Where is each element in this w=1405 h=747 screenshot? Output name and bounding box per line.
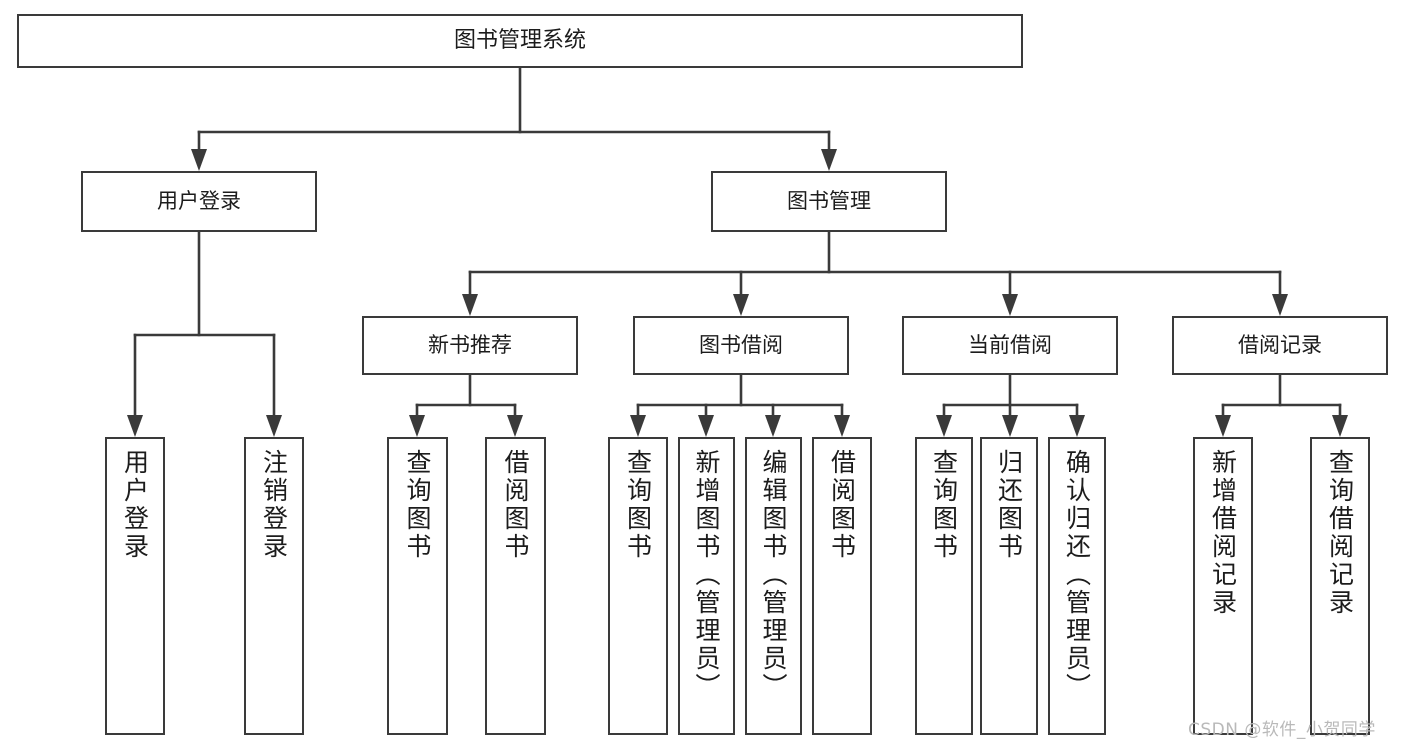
arrow-head-8: [409, 415, 425, 437]
arrow-head-1: [821, 149, 837, 171]
node-label: 归还图书: [994, 449, 1024, 561]
arrow-head-3: [733, 294, 749, 316]
arrow-head-17: [1215, 415, 1231, 437]
node-leaf-add-record[interactable]: 新增借阅记录: [1193, 437, 1253, 735]
node-leaf-query-2[interactable]: 查询图书: [608, 437, 668, 735]
node-leaf-borrow-2[interactable]: 借阅图书: [812, 437, 872, 735]
node-current-borrow[interactable]: 当前借阅: [902, 316, 1118, 375]
arrow-head-14: [936, 415, 952, 437]
node-label: 查询借阅记录: [1325, 449, 1355, 617]
node-book-borrow[interactable]: 图书借阅: [633, 316, 849, 375]
node-leaf-add-book[interactable]: 新增图书（管理员）: [678, 437, 735, 735]
node-label: 借阅图书: [827, 449, 857, 561]
node-leaf-query-rec[interactable]: 查询借阅记录: [1310, 437, 1370, 735]
arrow-head-15: [1002, 415, 1018, 437]
arrow-head-13: [834, 415, 850, 437]
node-label: 用户登录: [157, 189, 241, 214]
arrow-head-7: [266, 415, 282, 437]
arrow-head-11: [698, 415, 714, 437]
node-label: 图书管理系统: [453, 28, 586, 54]
node-leaf-edit-book[interactable]: 编辑图书（管理员）: [745, 437, 802, 735]
arrow-head-12: [765, 415, 781, 437]
node-label: 注销登录: [259, 449, 289, 561]
node-borrow-record[interactable]: 借阅记录: [1172, 316, 1388, 375]
node-root[interactable]: 图书管理系统: [17, 14, 1023, 68]
node-user-login[interactable]: 用户登录: [81, 171, 317, 232]
node-label: 新增借阅记录: [1208, 449, 1238, 617]
node-label: 查询图书: [623, 449, 653, 561]
arrow-head-18: [1332, 415, 1348, 437]
watermark: CSDN @软件_小贺同学: [1188, 720, 1376, 740]
node-label: 用户登录: [120, 449, 150, 561]
node-leaf-user-login[interactable]: 用户登录: [105, 437, 165, 735]
arrow-head-16: [1069, 415, 1085, 437]
arrow-head-2: [462, 294, 478, 316]
node-book-manage[interactable]: 图书管理: [711, 171, 947, 232]
node-leaf-query-3[interactable]: 查询图书: [915, 437, 973, 735]
arrow-head-4: [1002, 294, 1018, 316]
node-label: 编辑图书（管理员）: [759, 449, 788, 701]
node-label: 新增图书（管理员）: [692, 449, 721, 701]
node-label: 查询图书: [403, 449, 432, 561]
node-leaf-borrow-1[interactable]: 借阅图书: [485, 437, 546, 735]
node-label: 借阅记录: [1238, 333, 1322, 358]
node-leaf-query-1[interactable]: 查询图书: [387, 437, 448, 735]
arrow-head-6: [127, 415, 143, 437]
node-label: 图书管理: [787, 189, 871, 214]
node-label: 当前借阅: [968, 333, 1052, 358]
arrow-head-0: [191, 149, 207, 171]
node-label: 确认归还（管理员）: [1062, 449, 1092, 701]
node-leaf-return[interactable]: 归还图书: [980, 437, 1038, 735]
arrow-head-9: [507, 415, 523, 437]
node-label: 查询图书: [929, 449, 959, 561]
edge-group: [127, 66, 1348, 437]
node-label: 图书借阅: [699, 333, 783, 358]
arrow-head-5: [1272, 294, 1288, 316]
node-new-book-rec[interactable]: 新书推荐: [362, 316, 578, 375]
node-label: 借阅图书: [501, 449, 530, 561]
arrow-head-10: [630, 415, 646, 437]
node-label: 新书推荐: [428, 333, 512, 358]
node-leaf-logout[interactable]: 注销登录: [244, 437, 304, 735]
node-leaf-confirm[interactable]: 确认归还（管理员）: [1048, 437, 1106, 735]
